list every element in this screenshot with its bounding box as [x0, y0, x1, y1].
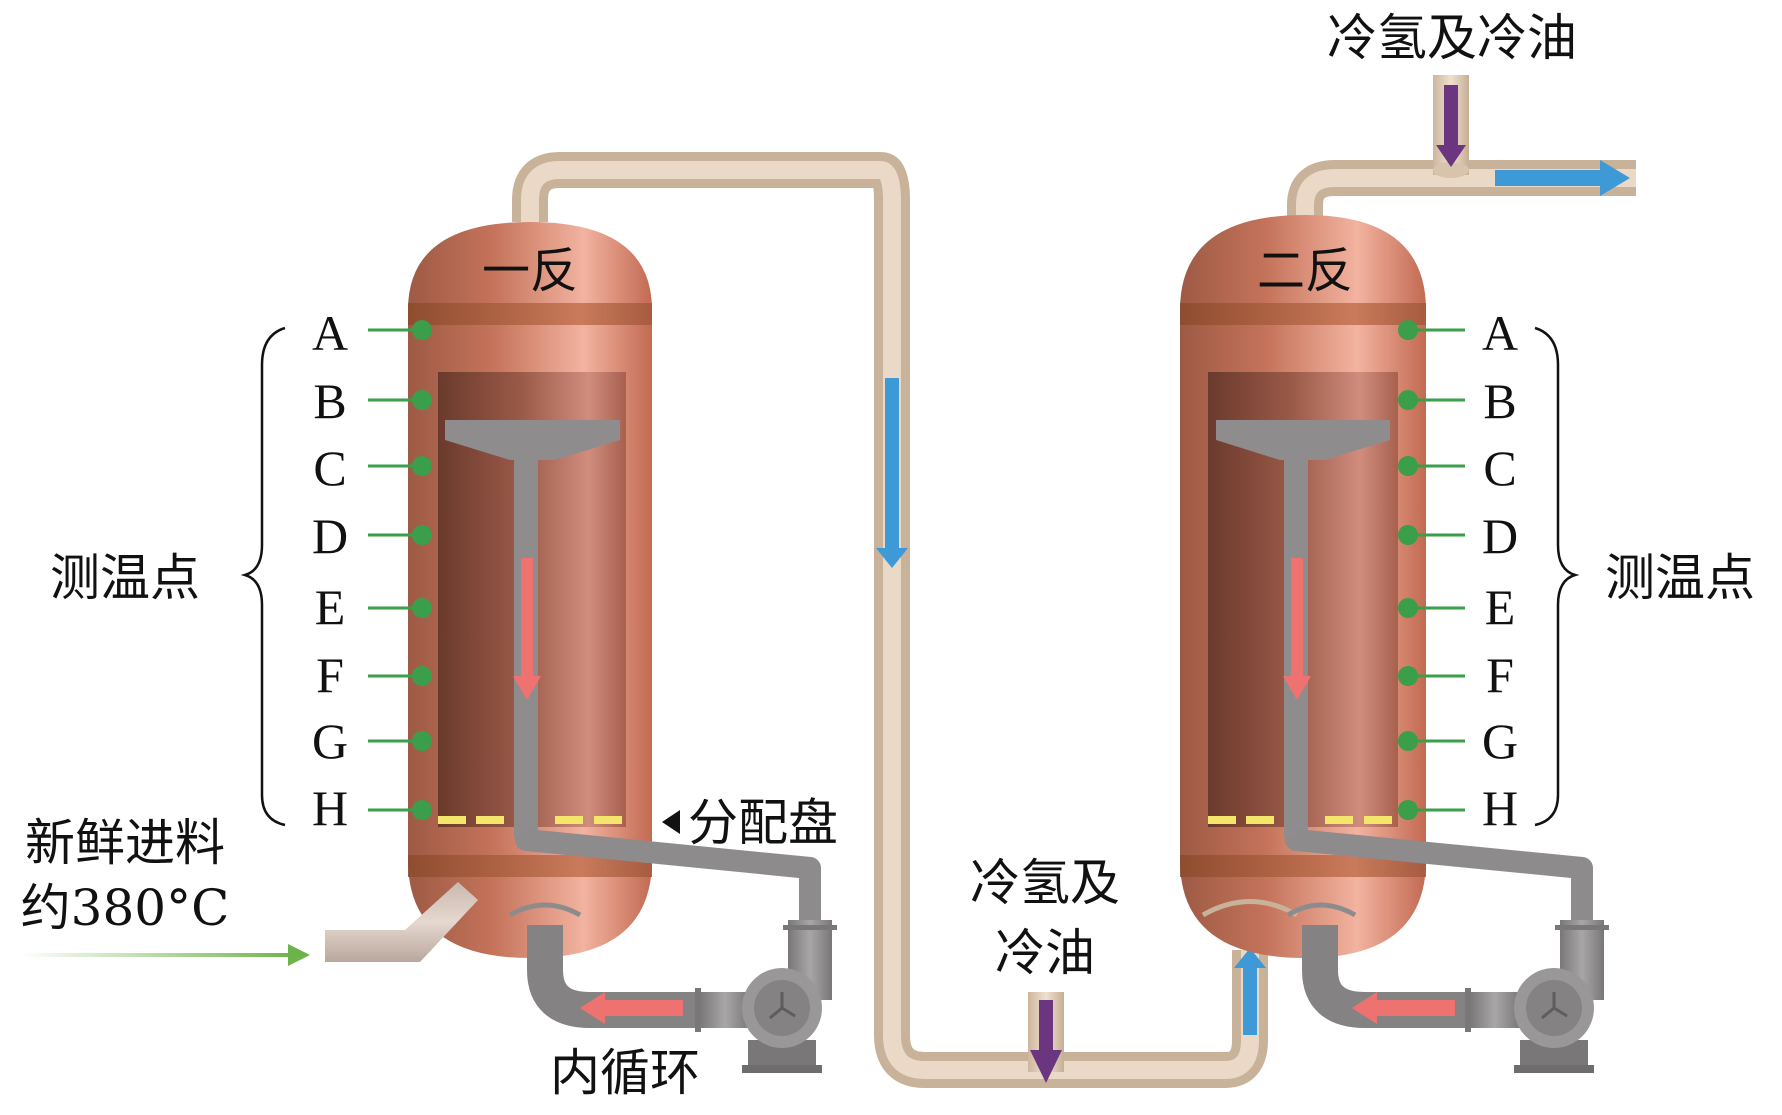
reactor-1-circulation: [508, 902, 837, 1073]
measure-point-C[interactable]: C: [313, 440, 432, 496]
outlet-flow-arrow: [1495, 160, 1630, 196]
reactor-1-label: 一反: [482, 243, 578, 299]
reactor-2-measure-label: 测温点: [1605, 549, 1755, 607]
feed-inlet: [20, 882, 478, 966]
feed-temperature-label: 约380°C: [21, 879, 230, 937]
svg-text:E: E: [1485, 579, 1516, 635]
internal-flow-arrow: [513, 676, 541, 700]
measure-point-B[interactable]: B: [313, 373, 432, 429]
reactor2-inlet-arrow: [1234, 948, 1266, 1035]
measure-point-2-D[interactable]: D: [1398, 508, 1518, 564]
measure-point-D[interactable]: D: [312, 508, 432, 564]
measure-point-E[interactable]: E: [315, 579, 432, 635]
svg-text:A: A: [312, 305, 348, 361]
distributor-tray: [438, 816, 622, 824]
fresh-feed-label: 新鲜进料: [25, 814, 225, 872]
feed-arrow: [288, 944, 310, 966]
svg-text:B: B: [313, 373, 346, 429]
internal-flow-arrow-2: [1283, 676, 1311, 700]
svg-text:C: C: [1483, 440, 1516, 496]
svg-text:G: G: [1482, 713, 1518, 769]
svg-text:B: B: [1483, 373, 1516, 429]
svg-text:H: H: [1482, 780, 1518, 836]
svg-text:D: D: [312, 508, 348, 564]
svg-text:F: F: [1486, 647, 1514, 703]
reactor-2-circulation: [1286, 902, 1609, 1073]
reactor-2-label: 二反: [1257, 243, 1353, 299]
measure-point-2-C[interactable]: C: [1398, 440, 1517, 496]
measure-point-2-G[interactable]: G: [1398, 713, 1518, 769]
svg-text:G: G: [312, 713, 348, 769]
measure-point-2-B[interactable]: B: [1398, 373, 1517, 429]
right-brace: [1534, 326, 1580, 827]
top-distributor: [445, 420, 620, 460]
circulation-arrow-2: [1352, 992, 1377, 1024]
transfer-flow-arrow: [876, 378, 908, 568]
top-distributor-2: [1216, 420, 1390, 460]
svg-text:C: C: [313, 440, 346, 496]
mid-quench-label-line1: 冷氢及: [970, 854, 1120, 912]
svg-text:F: F: [316, 647, 344, 703]
circulation-arrow: [580, 992, 605, 1024]
outlet-pipe: [1287, 160, 1636, 222]
internal-circulation-label: 内循环: [550, 1044, 700, 1102]
distributor-label: 分配盘: [688, 794, 838, 852]
measure-point-2-F[interactable]: F: [1398, 647, 1514, 703]
measure-point-F[interactable]: F: [316, 647, 432, 703]
measure-point-H[interactable]: H: [312, 780, 432, 836]
reactor-1-measure-points: A B C D E F G H: [312, 305, 432, 836]
quench-arrow-top: [1436, 145, 1466, 167]
svg-text:H: H: [312, 780, 348, 836]
measure-point-2-E[interactable]: E: [1398, 579, 1515, 635]
distributor-pointer-icon: [662, 810, 680, 834]
top-quench-inlet: [1433, 75, 1469, 178]
measure-point-A[interactable]: A: [312, 305, 432, 361]
distributor-tray-2: [1208, 816, 1392, 824]
top-quench-label: 冷氢及冷油: [1327, 9, 1577, 67]
reactor-2: 二反: [1180, 215, 1593, 990]
reactor-1: 一反: [408, 222, 821, 990]
measure-point-G[interactable]: G: [312, 713, 432, 769]
reactor-1-measure-label: 测温点: [50, 549, 200, 607]
quench-arrow-mid: [1030, 1050, 1062, 1083]
mid-quench-label-line2: 冷油: [995, 924, 1095, 982]
svg-text:E: E: [315, 579, 346, 635]
reactor-2-measure-points: A B C D E F G H: [1398, 305, 1518, 836]
measure-point-2-A[interactable]: A: [1398, 305, 1518, 361]
left-brace: [240, 326, 286, 827]
svg-text:A: A: [1482, 305, 1518, 361]
measure-point-2-H[interactable]: H: [1398, 780, 1518, 836]
svg-text:D: D: [1482, 508, 1518, 564]
mid-quench-inlet: [1028, 992, 1064, 1083]
transfer-pipe: [512, 152, 1268, 1088]
